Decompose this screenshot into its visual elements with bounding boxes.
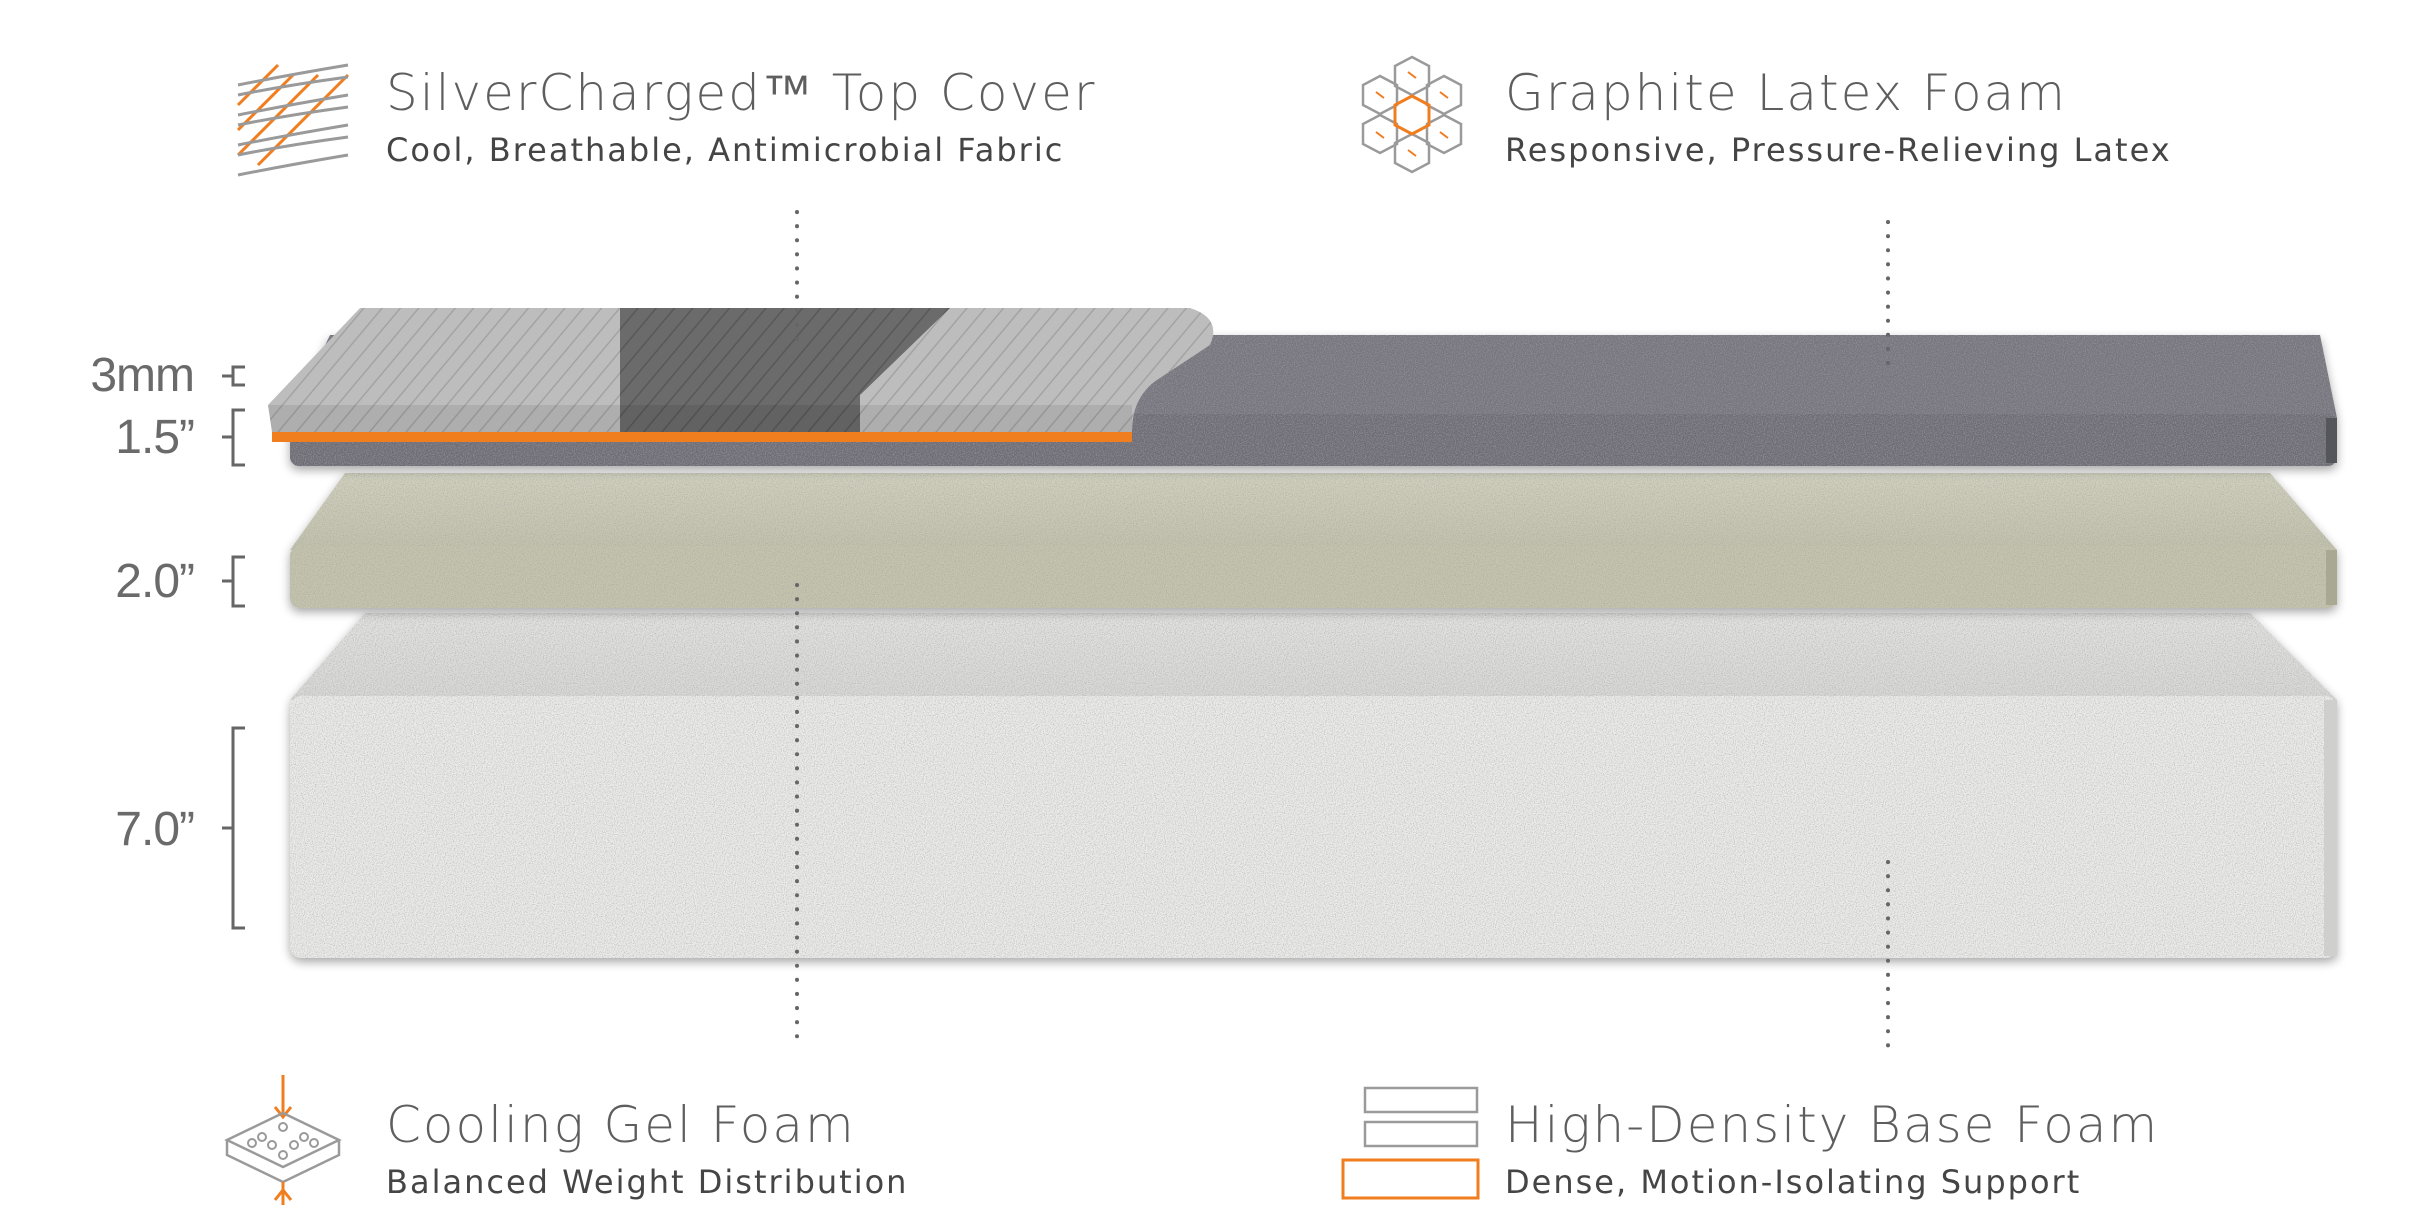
- bracket-base: [222, 726, 245, 930]
- dimension-base: 7.0”: [115, 803, 195, 856]
- woven-fabric-icon: [236, 63, 350, 177]
- callout-base-foam-subtitle: Dense, Motion-Isolating Support: [1505, 1163, 2082, 1201]
- stacked-layers-icon: [1341, 1086, 1480, 1200]
- dimension-brackets: [222, 365, 245, 930]
- dimension-graphite: 1.5”: [115, 411, 195, 464]
- callout-top-cover-subtitle: Cool, Breathable, Antimicrobial Fabric: [386, 131, 1065, 169]
- cooling-gel-layer: [290, 473, 2337, 608]
- bracket-cover: [222, 365, 245, 387]
- dimension-gel: 2.0”: [115, 555, 195, 608]
- base-foam-layer: [290, 613, 2337, 958]
- callout-cooling-gel-subtitle: Balanced Weight Distribution: [386, 1163, 909, 1201]
- callout-graphite-title: Graphite Latex Foam: [1505, 64, 2067, 122]
- callout-graphite: Graphite Latex Foam Responsive, Pressure…: [1505, 68, 2172, 166]
- top-cover-layer: [268, 308, 1214, 442]
- callout-graphite-subtitle: Responsive, Pressure-Relieving Latex: [1505, 131, 2172, 169]
- cover-orange-edge: [272, 432, 1132, 442]
- bracket-gel: [222, 555, 245, 608]
- callout-cooling-gel: Cooling Gel Foam Balanced Weight Distrib…: [386, 1100, 908, 1198]
- callout-cooling-gel-title: Cooling Gel Foam: [386, 1096, 856, 1154]
- dimension-cover: 3mm: [90, 349, 195, 402]
- hexagon-cluster-icon: [1361, 55, 1463, 174]
- callout-base-foam-title: High-Density Base Foam: [1505, 1096, 2160, 1154]
- leader-lines: [795, 210, 1890, 1050]
- gel-foam-pressure-icon: [224, 1075, 342, 1205]
- callout-top-cover-title: SilverCharged™ Top Cover: [386, 64, 1097, 122]
- callout-base-foam: High-Density Base Foam Dense, Motion-Iso…: [1505, 1100, 2159, 1198]
- callout-top-cover: SilverCharged™ Top Cover Cool, Breathabl…: [386, 68, 1096, 166]
- bracket-graphite: [222, 408, 245, 467]
